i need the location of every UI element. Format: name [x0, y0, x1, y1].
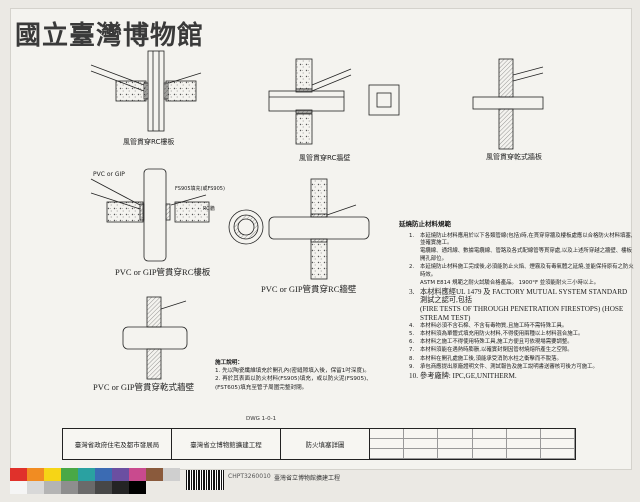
spec-num — [409, 280, 420, 288]
gray-swatch — [27, 481, 44, 494]
detail-drawings — [90, 50, 544, 380]
firestop-spec: 延燒防止材料規範 1. 本延燒防止材料應用於以下各類管線(包括)時,在貫穿穿牆及樓… — [399, 220, 634, 381]
spec-text: 電纜線、通訊線、數據電纜線、管路及各式配線管等貫穿處,以及上述所穿越之牆壁、樓板… — [420, 248, 632, 262]
color-swatch — [27, 468, 44, 481]
spec-num — [409, 305, 420, 322]
color-swatches — [10, 468, 180, 494]
gray-swatch — [44, 481, 61, 494]
caption-pipe-wall: PVC or GIP管貫穿RC牆壁 — [261, 284, 357, 294]
spec-item: 5. 本材料須為單體式填充用防火材料,不得使用兩種以上材料混合施工。 — [409, 331, 634, 339]
spec-text: 本材料須能在遇熱時膨脹,以確實封閉因管材燒熔所產生之空隙。 — [420, 347, 573, 354]
spec-item: 8. 本材料在開孔處施工後,須能承受消防水柱之衝擊而不脫落。 — [409, 356, 634, 364]
color-swatch — [61, 468, 78, 481]
archive-name: 臺灣省立博物館擴建工程 — [274, 475, 341, 482]
spec-num — [409, 248, 420, 263]
spec-text: 本延燒防止材料應用於以下各類管線(包括)時,在貫穿穿牆及樓板處應以合格防火材料填… — [420, 232, 633, 247]
spec-text: 本材料必須不含石棉、不含有毒物質,且施工時不需特殊工具。 — [420, 323, 568, 330]
color-swatch — [129, 468, 146, 481]
gray-swatch — [129, 481, 146, 494]
spec-text: 本材料應經UL 1479 及 FACTORY MUTUAL SYSTEM STA… — [420, 287, 628, 305]
color-swatch — [146, 468, 163, 481]
spec-text: 本延燒防止材料施工完成後,必須能防止火焰、煙霧及有毒氣體之延燒,並能保持原有之防… — [420, 263, 634, 278]
spec-text: (FIRE TESTS OF THROUGH PENETRATION FIRES… — [420, 305, 624, 323]
gray-swatch — [61, 481, 78, 494]
archive-barcode — [186, 470, 224, 490]
notes-item: 1. 先以陶瓷纖維填充於開孔內(密縫隙填入後，保留1吋深度)。 — [215, 368, 370, 375]
caption-duct-drywall: 風管貫穿乾式牆板 — [486, 153, 542, 161]
spec-num: 3. — [409, 287, 415, 296]
spec-item: 9. 承包商應提出原廠證明文件、測試報告及施工說明書送審核可後方可施工。 — [409, 364, 634, 372]
museum-watermark: 國立臺灣博物館 — [15, 21, 205, 51]
color-swatch — [163, 468, 180, 481]
spec-num: 6. — [409, 339, 415, 346]
construction-notes: 施工說明： 1. 先以陶瓷纖維填充於開孔內(密縫隙填入後，保留1吋深度)。 2.… — [215, 359, 375, 392]
gray-swatch — [95, 481, 112, 494]
spec-item: (FIRE TESTS OF THROUGH PENETRATION FIRES… — [409, 305, 634, 322]
color-swatch — [78, 468, 95, 481]
title-owner: 臺灣省政府住宅及都市發展局 — [63, 429, 172, 459]
caption-duct-wall: 風管貫穿RC牆壁 — [299, 154, 351, 162]
spec-item: 3. 本材料應經UL 1479 及 FACTORY MUTUAL SYSTEM S… — [409, 288, 634, 305]
spec-num: 1. — [409, 232, 415, 239]
spec-text: 本材料須為單體式填充用防火材料,不得使用兩種以上材料混合施工。 — [420, 331, 584, 338]
spec-num: 8. — [409, 355, 415, 362]
color-calibration-strip — [10, 468, 180, 494]
spec-text: 參考廠牌: IPC,GE,UNITHERM. — [420, 371, 517, 380]
caption-duct-slab: 風管貫穿RC樓板 — [123, 138, 175, 146]
gray-swatch — [112, 481, 129, 494]
gray-swatch — [78, 481, 95, 494]
spec-text: 本材料在開孔處施工後,須能承受消防水柱之衝擊而不脫落。 — [420, 355, 562, 362]
caption-pipe-slab: PVC or GIP管貫穿RC樓板 — [115, 267, 211, 277]
color-swatch — [44, 468, 61, 481]
spec-item: 6. 本材料之施工不得使用特殊工具,施工方便且可依現場需要調整。 — [409, 339, 634, 347]
label-sealant: FS905填充(或FS905) — [175, 186, 225, 192]
color-swatch — [95, 468, 112, 481]
color-swatch — [10, 468, 27, 481]
drawing-sheet: 國立臺灣博物館 — [10, 8, 634, 470]
color-swatch — [112, 468, 129, 481]
spec-item: 電纜線、通訊線、數據電纜線、管路及各式配線管等貫穿處,以及上述所穿越之牆壁、樓板… — [409, 248, 634, 263]
spec-num: 2. — [409, 263, 415, 270]
spec-text: ASTM E814 規範之耐火試驗合格產品。 1900°F 並須能耐火三小時以上… — [420, 279, 600, 286]
title-project: 臺灣省立博物館擴建工程 — [172, 429, 281, 459]
detail-duct-through-wall — [268, 58, 400, 145]
archive-id: CHPT3260010 — [228, 473, 271, 480]
spec-heading: 延燒防止材料規範 — [399, 220, 451, 228]
spec-item: 4. 本材料必須不含石棉、不含有毒物質,且施工時不需特殊工具。 — [409, 323, 634, 331]
title-drawing: 防火填塞詳圖 — [281, 429, 370, 459]
spec-item: ASTM E814 規範之耐火試驗合格產品。 1900°F 並須能耐火三小時以上… — [409, 280, 634, 288]
spec-item: 7. 本材料須能在遇熱時膨脹,以確實封閉因管材燒熔所產生之空隙。 — [409, 347, 634, 355]
spec-num: 10. — [409, 371, 418, 380]
title-signature-grid — [370, 429, 575, 459]
detail-duct-through-slab — [90, 50, 202, 132]
detail-pipe-through-slab — [90, 168, 210, 262]
label-pipe: PVC or GIP — [93, 171, 125, 178]
title-block: 臺灣省政府住宅及都市發展局 臺灣省立博物館擴建工程 防火填塞詳圖 — [62, 428, 576, 460]
spec-item: 10.參考廠牌: IPC,GE,UNITHERM. — [409, 372, 634, 381]
drawing-number: DWG 1-0-1 — [246, 416, 277, 422]
spec-num: 9. — [409, 363, 415, 370]
notes-item: 2. 再於其表面以防火材料(FS905)填充，或以防火泥(FS905)、(FST… — [215, 376, 372, 391]
spec-text: 本材料之施工不得使用特殊工具,施工方便且可依現場需要調整。 — [420, 339, 573, 346]
spec-num: 7. — [409, 347, 415, 354]
spec-item: 1. 本延燒防止材料應用於以下各類管線(包括)時,在貫穿穿牆及樓板處應以合格防火材… — [409, 233, 634, 248]
detail-duct-through-drywall — [472, 58, 544, 150]
gray-swatch — [10, 481, 27, 494]
spec-num: 4. — [409, 323, 415, 330]
detail-pipe-through-drywall — [122, 296, 188, 380]
detail-pipe-through-wall — [228, 178, 370, 280]
spec-num: 5. — [409, 331, 415, 338]
spec-text: 承包商應提出原廠證明文件、測試報告及施工說明書送審核可後方可施工。 — [420, 363, 598, 370]
caption-pipe-drywall: PVC or GIP管貫穿乾式牆壁 — [93, 382, 195, 392]
notes-heading: 施工說明： — [215, 360, 243, 366]
spec-item: 2. 本延燒防止材料施工完成後,必須能防止火焰、煙霧及有毒氣體之延燒,並能保持原有… — [409, 264, 634, 279]
label-rc: RC牆 — [203, 206, 215, 212]
